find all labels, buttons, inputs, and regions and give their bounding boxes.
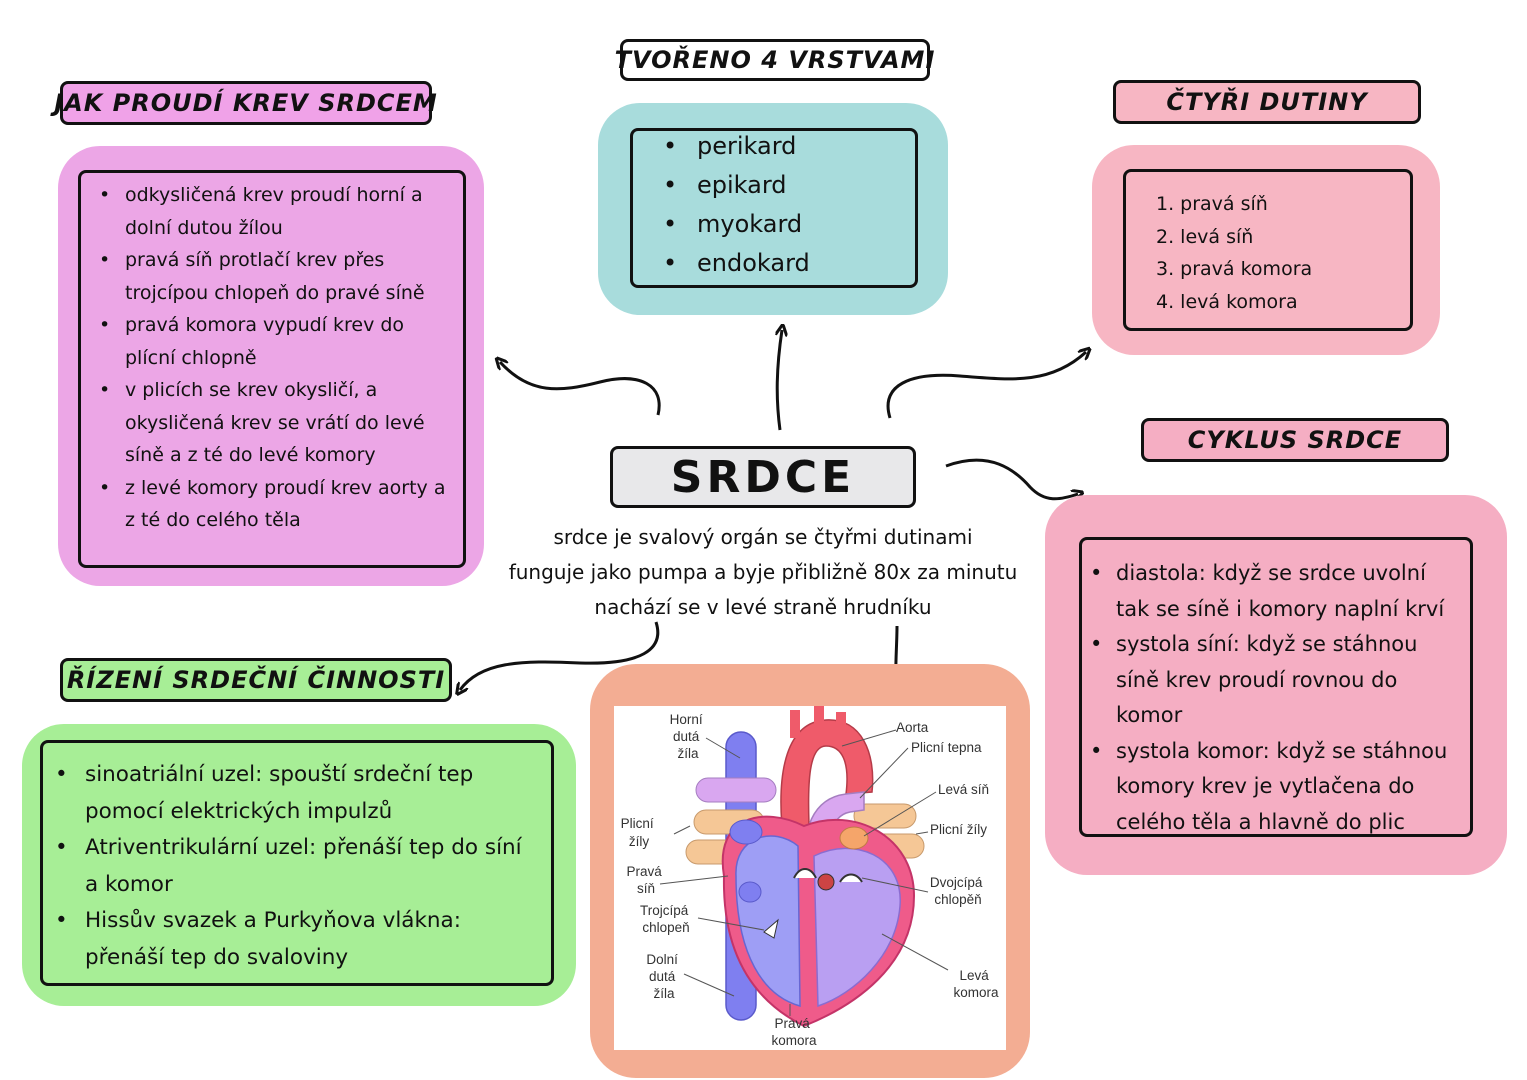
aorta-branch-3 — [836, 712, 846, 736]
list-item: 1. pravá síň — [1156, 193, 1268, 215]
cycle-title-text: CYKLUS SRDCE — [1187, 426, 1403, 454]
control-list: sinoatriální uzel: spouští srdeční tep p… — [55, 757, 541, 976]
control-box: sinoatriální uzel: spouští srdeční tep p… — [40, 740, 554, 986]
label-trojcipa: Trojcípá chlopeň — [640, 903, 692, 935]
description-line: nachází se v levé straně hrudníku — [594, 595, 932, 619]
chambers-list: 1. pravá síň 2. levá síň 3. pravá komora… — [1156, 188, 1400, 318]
cycle-box: diastola: když se srdce uvolní tak se sí… — [1079, 537, 1473, 837]
arrow-to-control — [460, 621, 660, 690]
cycle-list: diastola: když se srdce uvolní tak se sí… — [1090, 556, 1460, 840]
list-item: 3. pravá komora — [1156, 258, 1313, 280]
label-plicni-tepna: Plicní tepna — [911, 740, 982, 755]
label-dvojcipa: Dvojcípá chlopěň — [930, 875, 986, 907]
list-item: systola komor: když se stáhnou komory kr… — [1090, 734, 1460, 841]
chambers-box: 1. pravá síň 2. levá síň 3. pravá komora… — [1123, 169, 1413, 331]
chambers-panel — [1092, 145, 1440, 355]
list-item: systola síní: když se stáhnou síně krev … — [1090, 627, 1460, 734]
layers-title: TVOŘENO 4 VRSTVAMI — [615, 39, 934, 81]
layers-title-text: TVOŘENO 4 VRSTVAMI — [614, 46, 936, 74]
list-item: z levé komory proudí krev aorty a z té d… — [99, 472, 453, 537]
label-lines — [659, 729, 949, 1016]
coronary-sinus — [738, 881, 762, 903]
list-item: endokard — [663, 244, 905, 283]
blood-flow-list: odkysličená krev proudí horní a dolní du… — [99, 179, 453, 537]
list-item: sinoatriální uzel: spouští srdeční tep p… — [55, 757, 541, 830]
layers-box: perikard epikard myokard endokard — [630, 127, 918, 288]
list-item: 2. levá síň — [1156, 225, 1254, 248]
center-title-text: SRDCE — [670, 451, 856, 503]
chambers-title: ČTYŘI DUTINY — [1113, 80, 1421, 124]
arrow-to-blood-flow — [500, 362, 661, 416]
left-atrium-opening — [839, 826, 869, 850]
label-prava-komora: Pravá komora — [771, 1016, 817, 1048]
list-item: pravá komora vypudí krev do plícní chlop… — [99, 309, 453, 374]
arrow-to-chambers — [886, 352, 1086, 419]
pulmonary-valve — [793, 868, 817, 879]
label-leva-komora: Levá komora — [953, 968, 999, 1000]
aorta-branch-2 — [814, 706, 824, 728]
cycle-title: CYKLUS SRDCE — [1141, 418, 1449, 462]
label-plicni-zily-right: Plicní žíly — [930, 822, 987, 837]
aorta — [780, 719, 874, 847]
pulmonary-vein-right-1 — [853, 803, 917, 829]
blood-flow-title-text: JAK PROUDÍ KREV SRDCEM — [54, 89, 438, 117]
arrow-to-layers — [777, 330, 782, 431]
label-prava-sin: Pravá síň — [626, 864, 665, 896]
list-item: 4. levá komora — [1156, 290, 1298, 313]
label-aorta: Aorta — [896, 720, 929, 735]
list-item: v plicích se krev okysličí, a okysličená… — [99, 374, 453, 472]
right-ventricle — [735, 835, 801, 1007]
mitral-valve — [839, 873, 863, 883]
control-title-text: ŘÍZENÍ SRDEČNÍ ČINNOSTI — [66, 666, 446, 694]
description-line: funguje jako pumpa a byje přibližně 80x … — [508, 560, 1018, 584]
description-line: srdce je svalový orgán se čtyřmi dutinam… — [553, 525, 973, 549]
aortic-valve — [817, 873, 835, 891]
layers-list: perikard epikard myokard endokard — [663, 127, 905, 283]
list-item: perikard — [663, 127, 905, 166]
label-dolni-duta-zila: Dolní dutá žíla — [646, 952, 681, 1001]
list-item: myokard — [663, 205, 905, 244]
right-atrium-opening — [729, 819, 763, 845]
control-title: ŘÍZENÍ SRDEČNÍ ČINNOSTI — [60, 658, 452, 702]
label-leva-sin: Levá síň — [938, 782, 989, 797]
list-item: Atriventrikulární uzel: přenáší tep do s… — [55, 830, 541, 903]
blood-flow-title: JAK PROUDÍ KREV SRDCEM — [54, 81, 437, 125]
blood-flow-box: odkysličená krev proudí horní a dolní du… — [78, 170, 466, 568]
arrow-to-cycle — [945, 458, 1078, 499]
list-item: pravá síň protlačí krev přes trojcípou c… — [99, 244, 453, 309]
label-horni-duta-zila: Horní dutá žíla — [670, 712, 707, 761]
pulmonary-artery-left — [695, 777, 777, 803]
list-item: Hissův svazek a Purkyňova vlákna: přenáš… — [55, 903, 541, 976]
heart-diagram: Horní dutá žíla Aorta Plicní tepna Levá … — [614, 706, 1006, 1050]
aorta-branch-1 — [790, 710, 800, 738]
list-item: epikard — [663, 166, 905, 205]
center-title: SRDCE — [610, 446, 916, 508]
label-plicni-zily-left: Plicní žíly — [621, 816, 658, 849]
list-item: diastola: když se srdce uvolní tak se sí… — [1090, 556, 1460, 627]
center-description: srdce je svalový orgán se čtyřmi dutinam… — [490, 520, 1036, 625]
list-item: odkysličená krev proudí horní a dolní du… — [99, 179, 453, 244]
chambers-title-text: ČTYŘI DUTINY — [1166, 88, 1368, 116]
tricuspid-valve — [763, 918, 779, 939]
